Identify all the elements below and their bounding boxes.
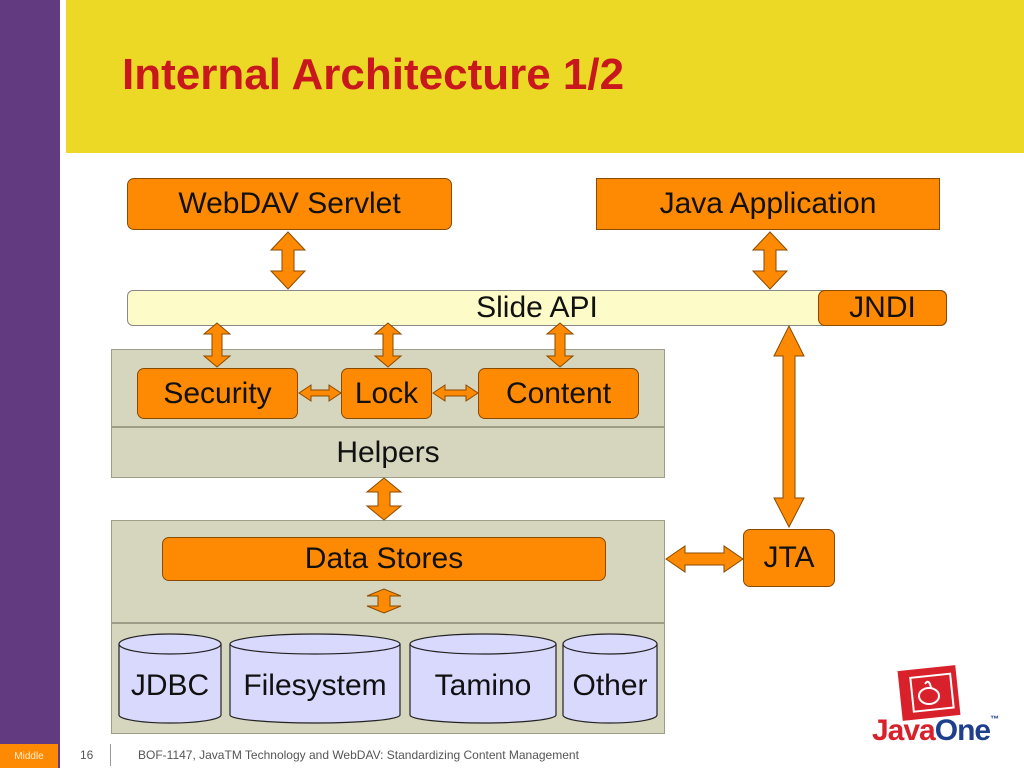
store-filesystem-label: Filesystem <box>243 669 387 702</box>
java-application-box: Java Application <box>596 178 940 230</box>
arrow-security-lock <box>298 384 342 402</box>
webdav-servlet-box: WebDAV Servlet <box>127 178 452 230</box>
jndi-box: JNDI <box>818 290 947 326</box>
arrow-helpers-datastores <box>365 477 403 521</box>
arrow-api-content <box>545 322 575 368</box>
javaone-wordmark: JavaOne™ <box>872 714 999 748</box>
lock-box: Lock <box>341 368 432 419</box>
data-stores-box: Data Stores <box>162 537 606 581</box>
footer-divider <box>110 744 111 766</box>
arrow-javaapp-api <box>751 231 789 290</box>
store-other-label: Other <box>572 669 648 702</box>
helpers-label: Helpers <box>336 435 440 469</box>
jta-box: JTA <box>743 529 835 587</box>
store-tamino-label: Tamino <box>434 669 532 702</box>
helpers-panel <box>111 427 665 478</box>
arrow-servlet-api <box>269 231 307 290</box>
cylinder-jdbc <box>118 633 222 724</box>
arrow-datastores-stores <box>366 588 402 614</box>
store-jdbc-label: JDBC <box>130 669 210 702</box>
logo-one-text: One <box>934 714 991 747</box>
sidebar-band <box>0 0 60 768</box>
arrow-api-security <box>202 322 232 368</box>
cylinder-tamino <box>409 633 557 724</box>
footer-text: BOF-1147, JavaTM Technology and WebDAV: … <box>138 748 579 762</box>
slide-title: Internal Architecture 1/2 <box>122 50 625 99</box>
footer-tag: Middle <box>0 744 58 768</box>
slide-api-label: Slide API <box>476 291 598 324</box>
header-band <box>66 0 1024 153</box>
cylinder-filesystem <box>229 633 401 724</box>
arrow-lock-content <box>432 384 479 402</box>
javaone-logo-icon <box>897 665 961 721</box>
content-box: Content <box>478 368 639 419</box>
logo-tm: ™ <box>990 714 999 724</box>
security-box: Security <box>137 368 298 419</box>
arrow-api-lock <box>373 322 403 368</box>
page-number: 16 <box>80 748 94 762</box>
slide-api-bar <box>127 290 947 326</box>
arrow-datastores-jta <box>665 545 744 573</box>
cylinder-other <box>562 633 658 724</box>
logo-java-text: Java <box>872 714 936 747</box>
arrow-jndi-jta <box>773 324 805 529</box>
